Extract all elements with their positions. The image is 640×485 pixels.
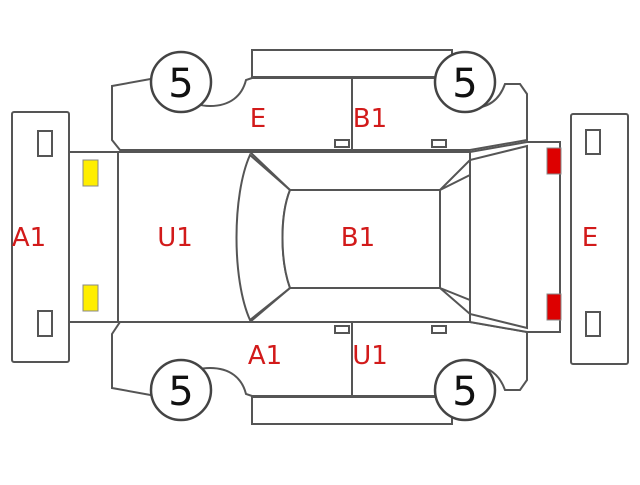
upper-side-sill <box>251 49 453 78</box>
upper-rear-door-code: B1 <box>353 104 387 134</box>
tire-rear-top: 5 <box>433 50 497 114</box>
rear-bumper-code: E <box>582 223 598 253</box>
headlight-bottom-marker <box>82 284 99 312</box>
roof-code: B1 <box>341 223 375 253</box>
tire-rear-top-label: 5 <box>452 61 477 107</box>
taillight-top-marker <box>546 147 562 175</box>
rear-bumper <box>570 113 629 365</box>
tire-front-bottom: 5 <box>149 358 213 422</box>
headlight-top-marker <box>82 159 99 187</box>
hood-code: U1 <box>157 223 193 253</box>
front-bumper-code: A1 <box>12 223 46 253</box>
taillight-bottom-marker <box>546 293 562 321</box>
lower-side-sill <box>251 396 453 425</box>
tire-front-top: 5 <box>149 50 213 114</box>
tire-front-top-label: 5 <box>168 61 193 107</box>
lower-rear-door-code: U1 <box>352 341 388 371</box>
tire-front-bottom-label: 5 <box>168 369 193 415</box>
upper-front-door-code: E <box>250 104 266 134</box>
tire-rear-bottom-label: 5 <box>452 369 477 415</box>
tire-rear-bottom: 5 <box>433 358 497 422</box>
car-body-top-view <box>68 141 561 333</box>
lower-front-door-code: A1 <box>248 341 282 371</box>
